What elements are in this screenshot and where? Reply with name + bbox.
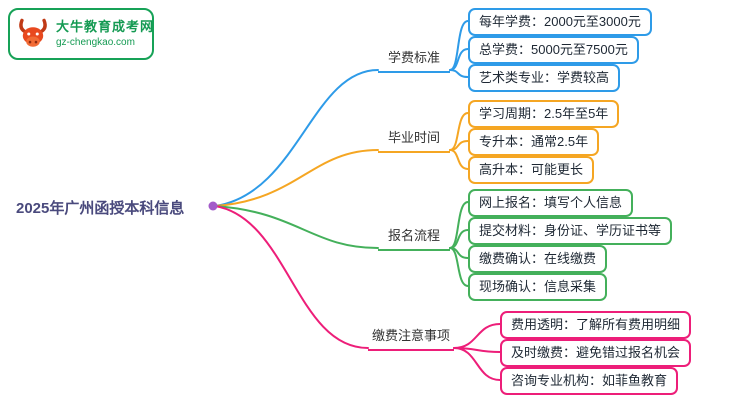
site-name: 大牛教育成考网 [56,18,155,34]
bull-logo-icon [19,18,47,47]
connector-payment-leaves [453,323,501,381]
branch-label-graduation: 毕业时间 [378,127,450,153]
leaf-node: 咨询专业机构：如菲鱼教育 [500,367,679,396]
connector-root-process [214,205,379,249]
connector-tuition-leaves [449,20,469,78]
site-logo[interactable]: 大牛教育成考网 gz-chengkao.com [8,8,154,60]
leaf-node: 每年学费：2000元至3000元 [468,8,652,37]
leaf-node: 艺术类专业：学费较高 [468,64,621,93]
leaf-node: 缴费确认：在线缴费 [468,245,608,274]
connector-root-payment [214,205,369,349]
leaf-node: 学习周期：2.5年至5年 [468,100,620,129]
connector-process-leaves [449,201,469,287]
root-node-dot [208,201,218,211]
leaf-node: 现场确认：信息采集 [468,273,608,302]
site-url: gz-chengkao.com [56,36,135,48]
connector-graduation-leaves [449,112,469,170]
branch-label-tuition: 学费标准 [378,47,450,73]
leaf-node: 总学费：5000元至7500元 [468,36,639,65]
leaf-node: 专升本：通常2.5年 [468,128,600,157]
leaf-node: 网上报名：填写个人信息 [468,189,634,218]
branch-label-process: 报名流程 [378,225,450,251]
root-node: 2025年广州函授本科信息 [16,200,185,217]
branch-label-payment: 缴费注意事项 [368,325,454,351]
leaf-node: 提交材料：身份证、学历证书等 [468,217,673,246]
leaf-node: 及时缴费：避免错过报名机会 [500,339,692,368]
connector-root-tuition [214,69,379,207]
connector-root-graduation [214,149,379,207]
leaf-node: 费用透明：了解所有费用明细 [500,311,692,340]
leaf-node: 高升本：可能更长 [468,156,595,185]
